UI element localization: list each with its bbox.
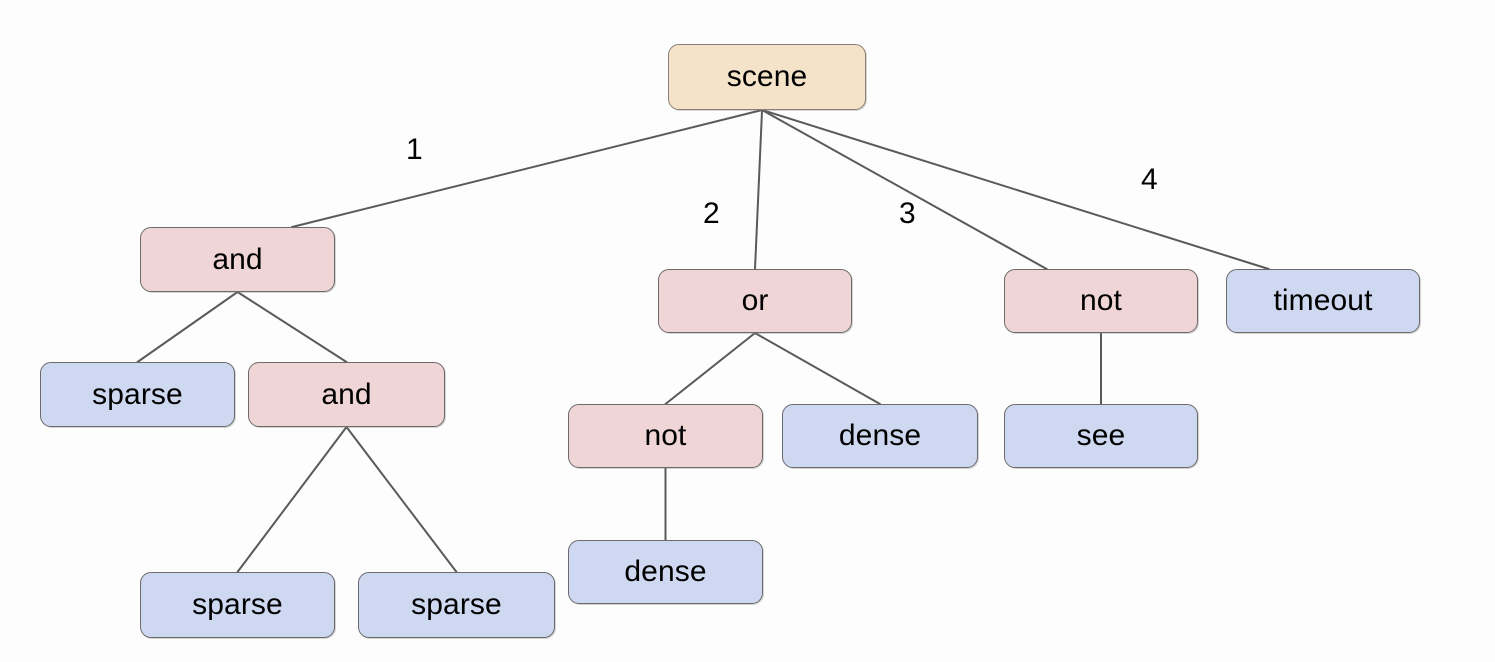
edge-scene-to-or1 xyxy=(754,109,764,270)
tree-node-label: see xyxy=(1076,419,1126,452)
tree-node-label: sparse xyxy=(192,588,283,621)
tree-node-see[interactable]: see xyxy=(1004,404,1198,468)
tree-node-and2[interactable]: and xyxy=(248,362,445,427)
tree-node-label: dense xyxy=(624,555,707,588)
edge-scene-to-timeout xyxy=(761,109,1270,270)
tree-node-not_see[interactable]: not xyxy=(1004,269,1198,333)
edge-and2-to-sparse3 xyxy=(345,426,458,573)
tree-node-sparse3[interactable]: sparse xyxy=(358,572,555,638)
tree-node-dense2[interactable]: dense xyxy=(568,540,763,604)
tree-node-label: timeout xyxy=(1273,284,1373,317)
edge-and1-to-sparse1 xyxy=(136,291,239,363)
tree-node-sparse2[interactable]: sparse xyxy=(140,572,335,638)
tree-node-dense1[interactable]: dense xyxy=(782,404,978,468)
tree-node-or1[interactable]: or xyxy=(658,269,852,333)
tree-node-label: sparse xyxy=(92,377,183,411)
edge-or1-to-not_dns xyxy=(664,332,756,405)
edge-label-2: 2 xyxy=(703,197,720,230)
edge-label-1: 1 xyxy=(406,133,423,166)
edge-and2-to-sparse2 xyxy=(236,426,348,573)
tree-node-label: and xyxy=(321,377,372,411)
tree-node-label: dense xyxy=(838,419,922,452)
tree-node-label: or xyxy=(741,284,769,317)
tree-node-sparse1[interactable]: sparse xyxy=(40,362,235,427)
edge-and1-to-and2 xyxy=(236,291,348,363)
edge-label-4: 4 xyxy=(1141,163,1158,196)
tree-node-scene[interactable]: scene xyxy=(668,44,866,110)
edge-scene-to-not_see xyxy=(761,109,1048,270)
edge-or1-to-dense1 xyxy=(754,332,881,405)
tree-node-not_dns[interactable]: not xyxy=(568,404,763,468)
tree-node-label: not xyxy=(644,419,687,452)
edge-label-3: 3 xyxy=(899,197,916,230)
tree-node-label: and xyxy=(212,242,263,276)
tree-node-label: sparse xyxy=(411,588,502,621)
tree-node-and1[interactable]: and xyxy=(140,227,335,292)
tree-node-timeout[interactable]: timeout xyxy=(1226,269,1420,333)
tree-node-label: not xyxy=(1079,284,1122,317)
tree-node-label: scene xyxy=(726,60,808,93)
edge-scene-to-and1 xyxy=(291,109,764,228)
